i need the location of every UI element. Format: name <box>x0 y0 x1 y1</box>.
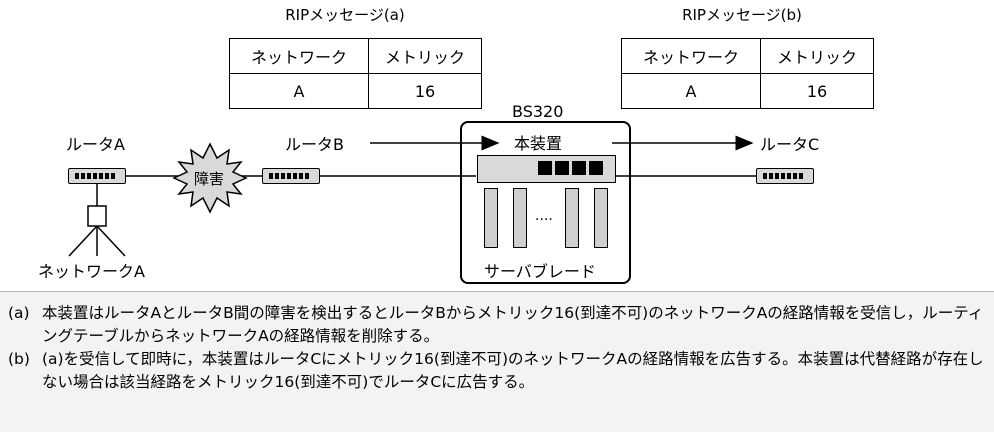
server-blade-label: サーバブレード <box>484 262 596 281</box>
router-b-device <box>262 168 320 184</box>
rip-a-header-network: ネットワーク <box>229 38 369 74</box>
server-blade-4 <box>594 188 608 248</box>
server-blade-1 <box>484 188 498 248</box>
rip-b-header-network: ネットワーク <box>621 38 761 74</box>
router-a-device <box>68 168 126 184</box>
rip-b-cell-metric: 16 <box>760 73 874 109</box>
router-a-ports <box>75 173 117 179</box>
notes-panel: (a) 本装置はルータAとルータB間の障害を検出するとルータBからメトリック16… <box>0 291 994 432</box>
blade-ellipsis: ···· <box>535 212 553 228</box>
network-a-branch-1 <box>68 225 98 257</box>
router-c-label: ルータC <box>760 135 820 154</box>
rip-b-cell-network: A <box>621 73 761 109</box>
server-blade-2 <box>513 188 527 248</box>
this-device-label: 本装置 <box>514 134 563 153</box>
network-a-label: ネットワークA <box>38 262 145 281</box>
rip-message-a-table: ネットワーク メトリック A 16 <box>229 38 482 109</box>
network-a-branch-3 <box>96 225 126 257</box>
router-a-label: ルータA <box>66 135 125 154</box>
rip-a-cell-network: A <box>229 73 369 109</box>
failure-label: 障害 <box>194 170 225 188</box>
failure-burst <box>172 142 248 214</box>
router-b-ports <box>269 173 311 179</box>
switch-module <box>477 155 616 183</box>
note-a-key: (a) <box>8 304 30 322</box>
note-b-key: (b) <box>8 350 30 368</box>
rip-b-header-metric: メトリック <box>760 38 874 74</box>
note-b-text: (a)を受信して即時に，本装置はルータCにメトリック16(到達不可)のネットワー… <box>42 350 984 391</box>
rip-a-header-metric: メトリック <box>368 38 482 74</box>
note-b: (b) (a)を受信して即時に，本装置はルータCにメトリック16(到達不可)のネ… <box>8 348 986 394</box>
note-a-text: 本装置はルータAとルータB間の障害を検出するとルータBからメトリック16(到達不… <box>42 304 984 345</box>
rip-message-a-title: RIPメッセージ(a) <box>285 6 405 24</box>
server-blade-3 <box>565 188 579 248</box>
bs320-chassis <box>460 121 631 284</box>
rip-a-cell-metric: 16 <box>368 73 482 109</box>
bs320-label: BS320 <box>512 102 564 121</box>
router-c-ports <box>763 173 805 179</box>
rip-message-b-title: RIPメッセージ(b) <box>682 6 802 24</box>
note-a: (a) 本装置はルータAとルータB間の障害を検出するとルータBからメトリック16… <box>8 302 986 348</box>
network-a-switch <box>87 205 107 227</box>
router-b-label: ルータB <box>285 135 344 154</box>
network-diagram-lines <box>68 135 756 257</box>
switch-module-ports <box>538 161 604 175</box>
rip-message-b-table: ネットワーク メトリック A 16 <box>621 38 874 109</box>
router-c-device <box>756 168 814 184</box>
